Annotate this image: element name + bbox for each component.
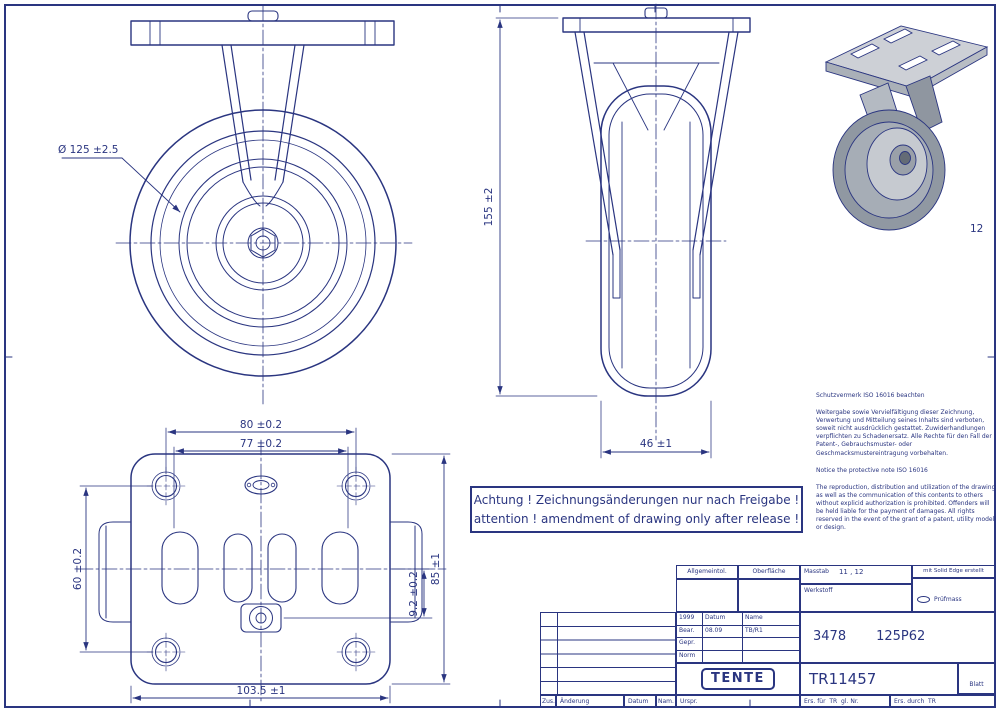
tb-masstab-value: 11 , 12 <box>838 568 864 576</box>
tb-nam-label: Nam. <box>656 695 676 707</box>
tb-ers-fuer-label: Ers. für TR gl. Nr. <box>800 695 890 707</box>
dim-side-height: 155 ±2 <box>483 188 495 227</box>
tb-urspr-label: Urspr. <box>676 695 800 707</box>
iso-view-label: 12 <box>970 223 983 235</box>
approval-row-norm: Norm <box>677 650 799 663</box>
gepr-date <box>703 638 743 650</box>
approval-header-row: 1999 Datum Name <box>677 613 799 626</box>
dim-plate-width: 103.5 ±1 <box>237 685 286 697</box>
front-dimension-leader <box>61 157 181 213</box>
tb-oberflaeche-label: Oberfläche <box>752 568 786 576</box>
dim-front-diameter: Ø 125 ±2.5 <box>58 144 118 156</box>
tente-logo: TENTE <box>701 667 775 691</box>
tb-allgemeintol-header: Allgemeintol. <box>676 565 738 579</box>
order-number: 3478 <box>813 629 847 645</box>
legend-row-pruefmass: Prüfmass <box>913 594 994 605</box>
legal-en-body: The reproduction, distribution and utili… <box>816 483 996 532</box>
plate-view <box>77 439 447 703</box>
dim-plate-offset: 9.2 ±0.2 <box>408 571 420 617</box>
legal-de-title: Schutzvermerk ISO 16016 beachten <box>816 392 925 399</box>
tb-datum-label: Datum <box>624 695 656 707</box>
tb-ers-durch-label: Ers. durch TR <box>890 695 995 707</box>
approval-col-name: Name <box>745 614 763 621</box>
approval-col-datum: Datum <box>703 613 743 625</box>
norm-label: Norm <box>677 650 703 662</box>
pruefmass-label: Prüfmass <box>934 595 962 603</box>
revision-table <box>540 612 676 695</box>
dim-plate-holes-x: 80 ±0.2 <box>240 419 282 431</box>
legal-de-body: Weitergabe sowie Vervielfältigung dieser… <box>816 409 992 457</box>
tb-symbol-legend: Prüfmass theor. Mass Hilfsmass <box>912 578 995 612</box>
drawing-number: TR11457 <box>809 669 877 688</box>
warning-line-de: Achtung ! Zeichnungsänderungen nur nach … <box>473 492 800 507</box>
front-view <box>115 5 413 405</box>
tb-drawing-number-cell: TR11457 <box>800 663 958 695</box>
bear-label: Bear. <box>677 625 703 637</box>
dim-plate-holes-y: 60 ±0.2 <box>72 548 84 590</box>
tb-werkstoff-cell: Werkstoff <box>800 584 912 612</box>
tb-cad-note-label: mit Solid Edge erstellt <box>923 568 984 575</box>
tb-aenderung-label: Änderung <box>556 695 624 707</box>
tb-cad-note: mit Solid Edge erstellt <box>912 565 995 578</box>
dim-side-width: 46 ±1 <box>640 438 672 450</box>
warning-box: Achtung ! Zeichnungsänderungen nur nach … <box>470 486 803 533</box>
approval-row-gepr: Gepr. <box>677 638 799 651</box>
norm-date <box>703 650 743 662</box>
gepr-name <box>743 638 799 650</box>
norm-name <box>743 651 799 663</box>
tb-blatt-cell: Blatt Bl. <box>958 663 995 695</box>
side-view <box>562 3 751 441</box>
approval-row-bear: Bear. 08.09 TB/R1 <box>677 625 799 638</box>
tb-part-number-cell: 3478 125P62 <box>800 612 995 663</box>
tb-werkstoff-label: Werkstoff <box>804 587 833 594</box>
tb-logo-cell: TENTE <box>676 663 800 695</box>
dim-plate-slots-x: 77 ±0.2 <box>240 438 282 450</box>
type-number: 125P62 <box>876 629 926 645</box>
side-dimensions <box>495 17 712 459</box>
warning-line-en: attention ! amendment of drawing only af… <box>473 511 800 526</box>
iso-view <box>824 25 989 231</box>
tb-allgemeintol-label: Allgemeintol. <box>687 568 727 576</box>
dim-plate-height: 85 ±1 <box>430 553 442 585</box>
bear-date: 08.09 <box>703 625 743 637</box>
approval-year: 1999 <box>677 613 703 625</box>
legal-notice: Schutzvermerk ISO 16016 beachten Weiterg… <box>816 392 996 541</box>
tb-oberflaeche-value <box>738 579 800 612</box>
tb-allgemeintol-value <box>676 579 738 612</box>
tb-oberflaeche-header: Oberfläche <box>738 565 800 579</box>
pruefmass-symbol-icon <box>917 596 930 603</box>
gepr-label: Gepr. <box>677 638 703 650</box>
tb-masstab-label: Masstab <box>804 568 829 575</box>
bear-name: TB/R1 <box>745 626 763 634</box>
plate-dimensions <box>79 427 451 704</box>
legal-en-title: Notice the protective note ISO 16016 <box>816 466 928 474</box>
tb-zus-label: Zus. <box>540 695 556 707</box>
blatt-label: Blatt <box>959 679 994 694</box>
tb-masstab-cell: Masstab 11 , 12 <box>800 565 912 584</box>
approval-table: 1999 Datum Name Bear. 08.09 TB/R1 Gepr. … <box>676 612 800 663</box>
